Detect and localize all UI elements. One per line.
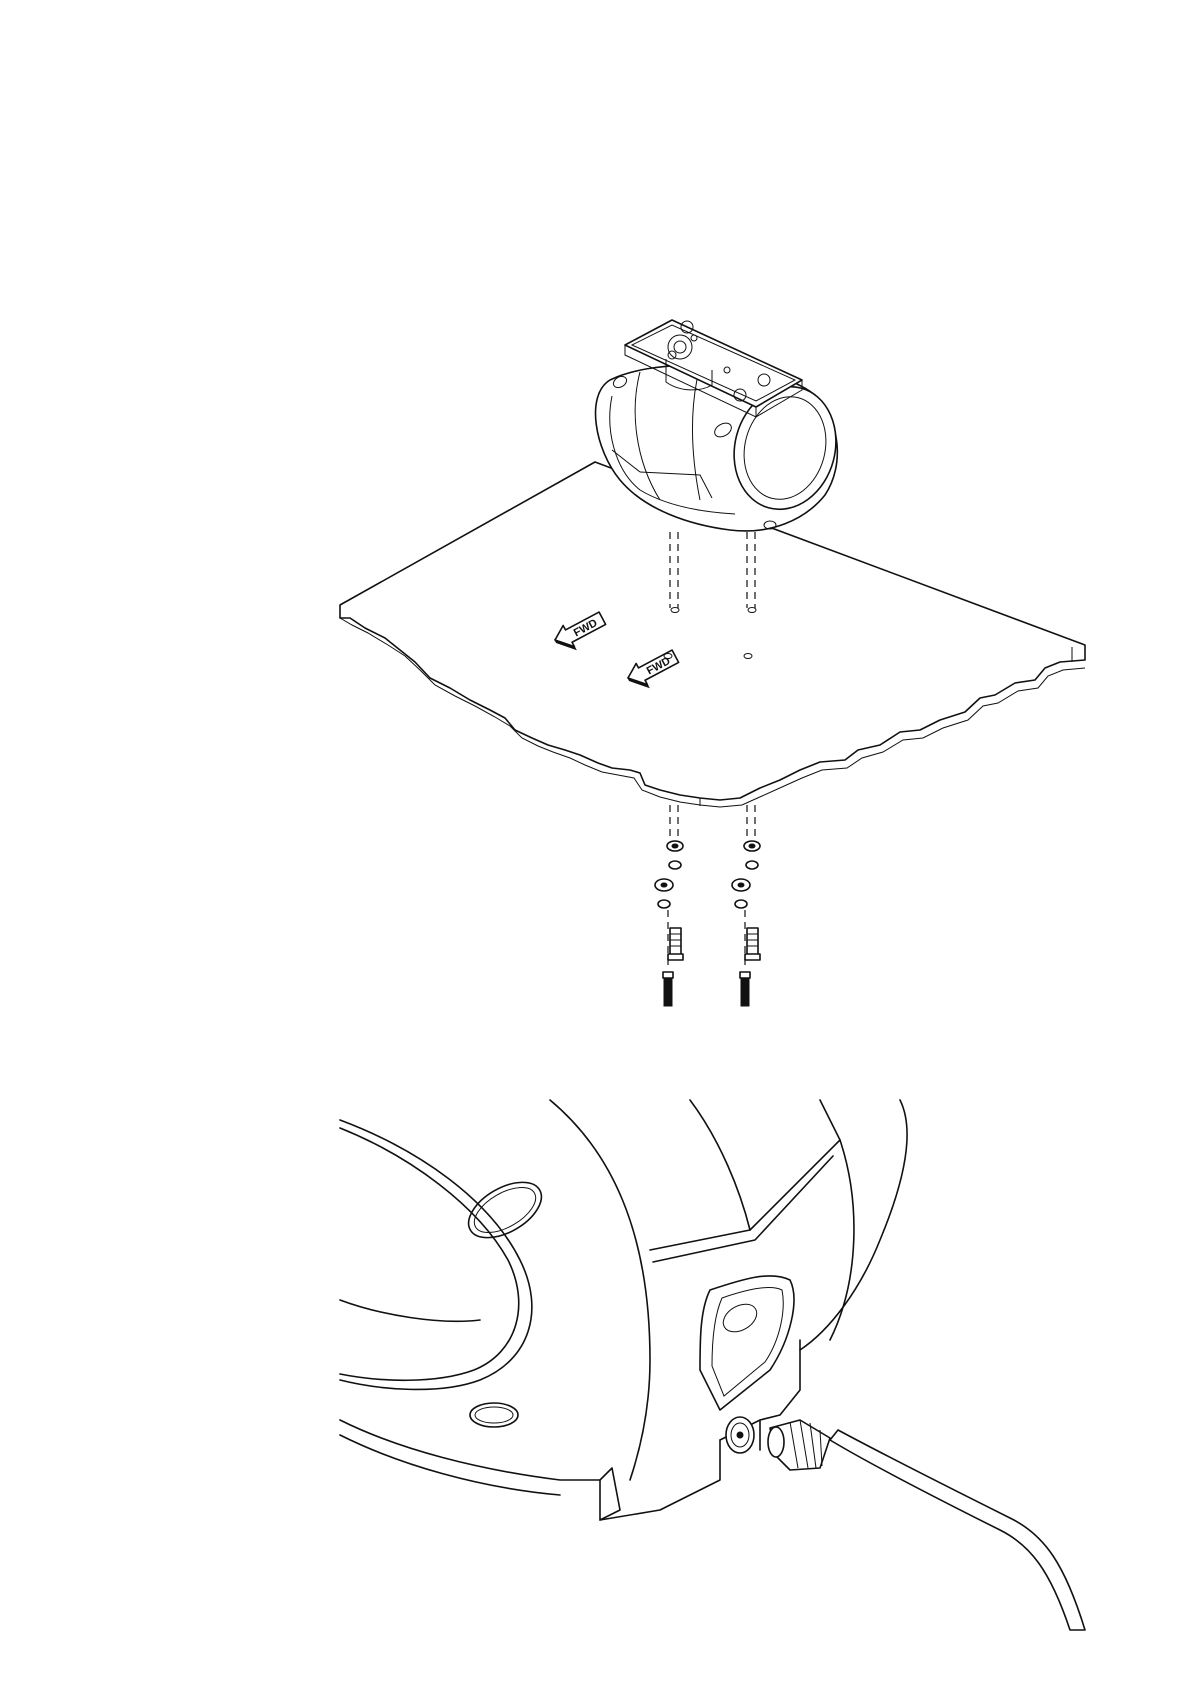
mount-assembly-drawing: FWD FWD bbox=[0, 300, 1191, 1020]
mount-assembly-figure: FWD FWD bbox=[0, 300, 1191, 1020]
cable-connection-drawing bbox=[0, 1090, 1191, 1650]
mounting-hardware bbox=[655, 805, 760, 1006]
cable-connection-figure bbox=[0, 1090, 1191, 1650]
cable-connector bbox=[726, 1417, 1085, 1630]
